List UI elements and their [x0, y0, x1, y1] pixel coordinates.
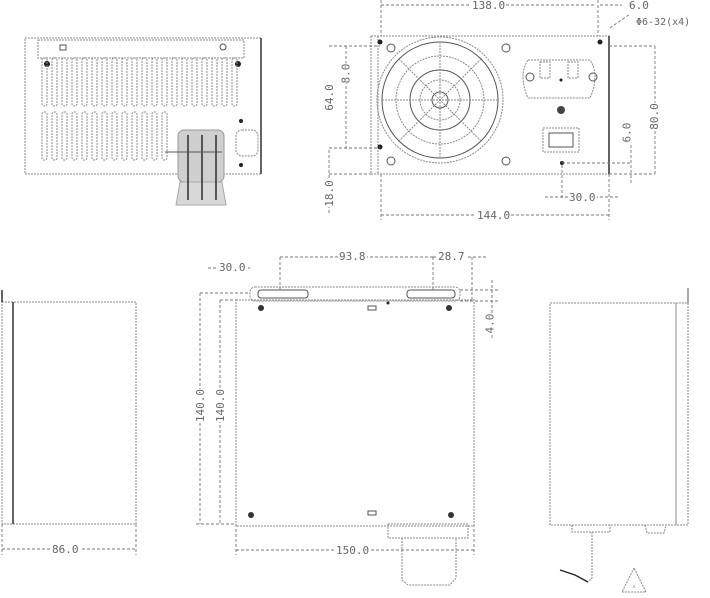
- dim-overall-width: 144.0: [476, 209, 512, 222]
- dim-slot-right: 28.7: [437, 250, 466, 263]
- dim-slot-left: 30.0: [218, 261, 247, 274]
- dim-side-width: 86.0: [51, 543, 80, 556]
- dim-fan-height: 64.0: [322, 84, 336, 111]
- dim-fan-offset: 8.0: [339, 63, 353, 84]
- dim-top-width: 138.0: [471, 0, 507, 12]
- front-view: [328, 0, 656, 220]
- left-side-view: [1, 290, 137, 555]
- dim-slot-span: 93.8: [338, 250, 367, 263]
- dim-bottom-width: 150.0: [335, 544, 371, 557]
- dim-mount-holes: Φ6-32(x4): [635, 17, 692, 28]
- dim-switch-x: 30.0: [568, 191, 597, 204]
- dim-slot-depth: 4.0: [483, 313, 497, 334]
- top-view: [196, 256, 500, 586]
- dim-top-offset: 6.0: [628, 0, 650, 12]
- dim-panel-height: 80.0: [647, 103, 661, 130]
- dim-bottom-offset: 18.0: [322, 180, 336, 207]
- dim-depth-inner: 140.0: [214, 388, 228, 423]
- rear-view: [24, 37, 262, 206]
- dim-switch-offset: 6.0: [620, 122, 634, 143]
- right-side-view: ⚠: [549, 288, 689, 593]
- dim-depth-outer: 140.0: [194, 388, 208, 423]
- svg-text:⚠: ⚠: [632, 583, 636, 590]
